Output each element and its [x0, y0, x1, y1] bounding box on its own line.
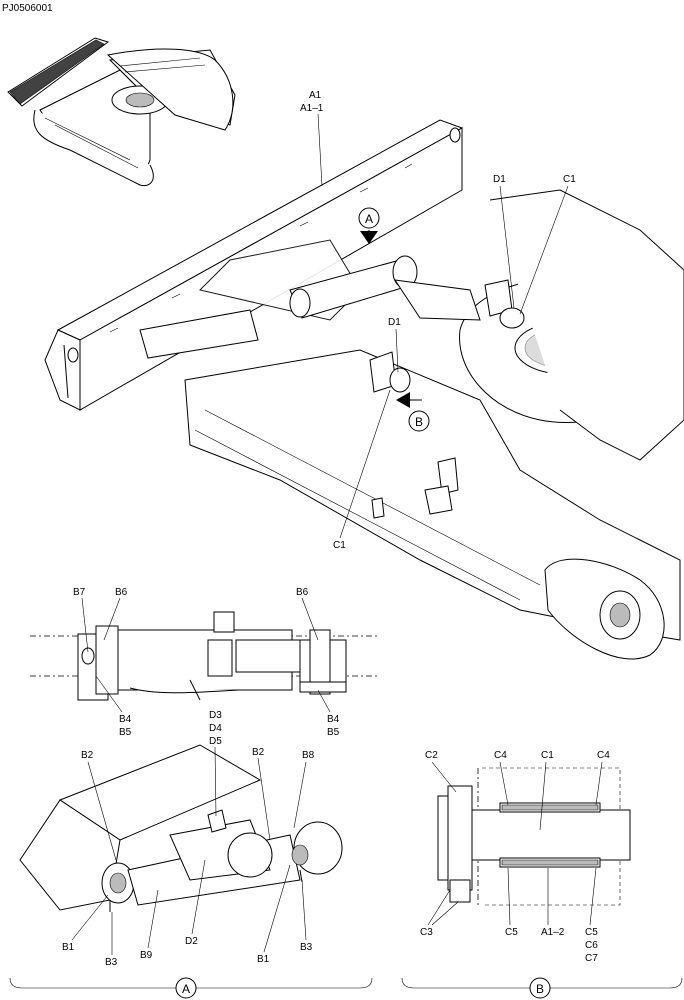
location-thumbnail	[7, 37, 236, 187]
leader-c1	[539, 761, 547, 831]
label-c7: C7	[585, 953, 598, 964]
label-c1: C1	[541, 750, 554, 761]
label-d2: D2	[185, 936, 198, 947]
leader-d2	[191, 859, 206, 935]
detail-b-drawing	[437, 767, 631, 906]
document-code: PJ0506001	[2, 3, 53, 14]
label-c5-left: C5	[505, 927, 518, 938]
detail-a-drawing	[19, 744, 343, 912]
label-b4-right: B4	[327, 714, 340, 725]
label-b4-left: B4	[119, 714, 132, 725]
label-c2: C2	[425, 750, 438, 761]
label-b3-right: B3	[300, 942, 313, 953]
label-b9: B9	[140, 950, 153, 961]
leader-b2-left	[87, 761, 117, 861]
top-view-drawing	[30, 611, 380, 701]
svg-text:A: A	[365, 212, 373, 226]
leader-c4-left	[499, 761, 509, 806]
leader-c1-bottom	[339, 389, 391, 539]
label-b7: B7	[73, 587, 86, 598]
leader-c4-right	[595, 761, 603, 806]
leader-b3-right	[301, 879, 307, 941]
label-d4: D4	[209, 723, 222, 734]
leader-b1-right	[263, 864, 291, 953]
label-d1-mid: D1	[388, 317, 401, 328]
label-b6-right: B6	[296, 587, 309, 598]
label-c3: C3	[420, 927, 433, 938]
view-ref-b: B	[396, 392, 430, 432]
leader-a1	[317, 113, 323, 187]
leader-d1-top	[499, 185, 515, 309]
leader-b6-right	[301, 597, 319, 641]
label-c1-top: C1	[563, 174, 576, 185]
label-a1-2: A1–2	[541, 927, 565, 938]
label-a1-1: A1–1	[300, 103, 324, 114]
label-b8: B8	[302, 750, 315, 761]
leader-c5-left	[507, 867, 511, 926]
label-b5-right: B5	[327, 727, 340, 738]
blade-cylinder	[289, 255, 525, 393]
svg-text:B: B	[536, 982, 544, 996]
label-b5-left: B5	[119, 727, 132, 738]
caption-a: A	[9, 977, 373, 999]
svg-text:A: A	[182, 982, 190, 996]
label-c1-bottom: C1	[333, 540, 346, 551]
label-c4-right: C4	[597, 750, 610, 761]
leader-c3	[427, 889, 459, 926]
leader-b4-right	[317, 689, 331, 713]
leader-b1-left	[71, 894, 109, 941]
leader-b6-left	[103, 597, 121, 641]
track-frame	[139, 189, 684, 660]
label-b2-left: B2	[81, 750, 94, 761]
view-ref-a: A	[358, 207, 380, 244]
label-d5: D5	[209, 736, 222, 747]
leader-b7	[81, 597, 89, 653]
leader-b9	[147, 889, 159, 949]
label-b1-right: B1	[257, 954, 270, 965]
label-b6-left: B6	[115, 587, 128, 598]
leader-b2-right	[257, 757, 271, 841]
leader-c2	[431, 761, 457, 793]
leader-b8	[293, 761, 307, 829]
label-d1-top: D1	[493, 174, 506, 185]
leader-b4-left	[95, 675, 123, 713]
svg-text:B: B	[415, 415, 423, 429]
label-c6: C6	[585, 940, 598, 951]
label-b3-left: B3	[105, 957, 118, 968]
label-c4-left: C4	[494, 750, 507, 761]
label-c5-right: C5	[585, 927, 598, 938]
leader-c5-c7	[589, 867, 597, 926]
caption-b: B	[401, 977, 683, 999]
leader-c1-top	[519, 185, 569, 315]
label-b2-right: B2	[252, 747, 265, 758]
leader-d3-d5	[214, 746, 217, 817]
label-d3: D3	[209, 710, 222, 721]
label-a1: A1	[309, 90, 322, 101]
label-b1-left: B1	[62, 942, 75, 953]
leader-d1-mid	[395, 328, 399, 373]
